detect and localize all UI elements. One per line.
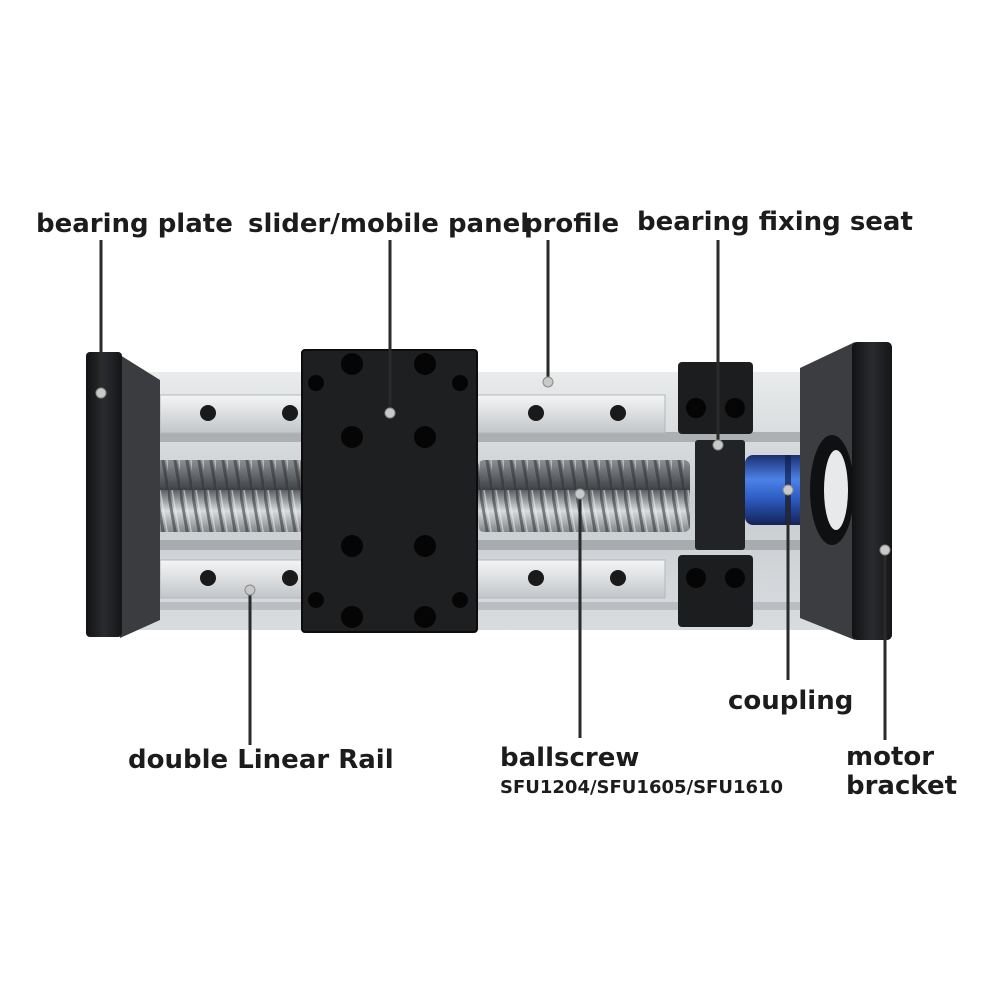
label-double-linear-rail: double Linear Rail — [128, 745, 394, 775]
label-slider-mobile-panel: slider/mobile panel — [248, 209, 530, 239]
label-profile: profile — [524, 209, 620, 239]
label-motor-bracket-line2: bracket — [846, 771, 958, 801]
label-bearing-plate: bearing plate — [36, 209, 233, 239]
label-ballscrew: ballscrew — [500, 743, 640, 773]
label-ballscrew-models: SFU1204/SFU1605/SFU1610 — [500, 777, 784, 798]
label-bearing-fixing-seat: bearing fixing seat — [637, 207, 913, 237]
ballscrew — [120, 460, 690, 532]
motor-bracket — [800, 342, 892, 640]
slider-panel — [301, 349, 478, 633]
label-motor-bracket-line1: motor — [846, 742, 935, 772]
label-coupling: coupling — [728, 686, 854, 716]
callout-lines — [99, 240, 887, 745]
bearing-plate — [86, 352, 160, 638]
bearing-fixing-seat — [678, 362, 753, 627]
callout-dots — [95, 376, 891, 596]
